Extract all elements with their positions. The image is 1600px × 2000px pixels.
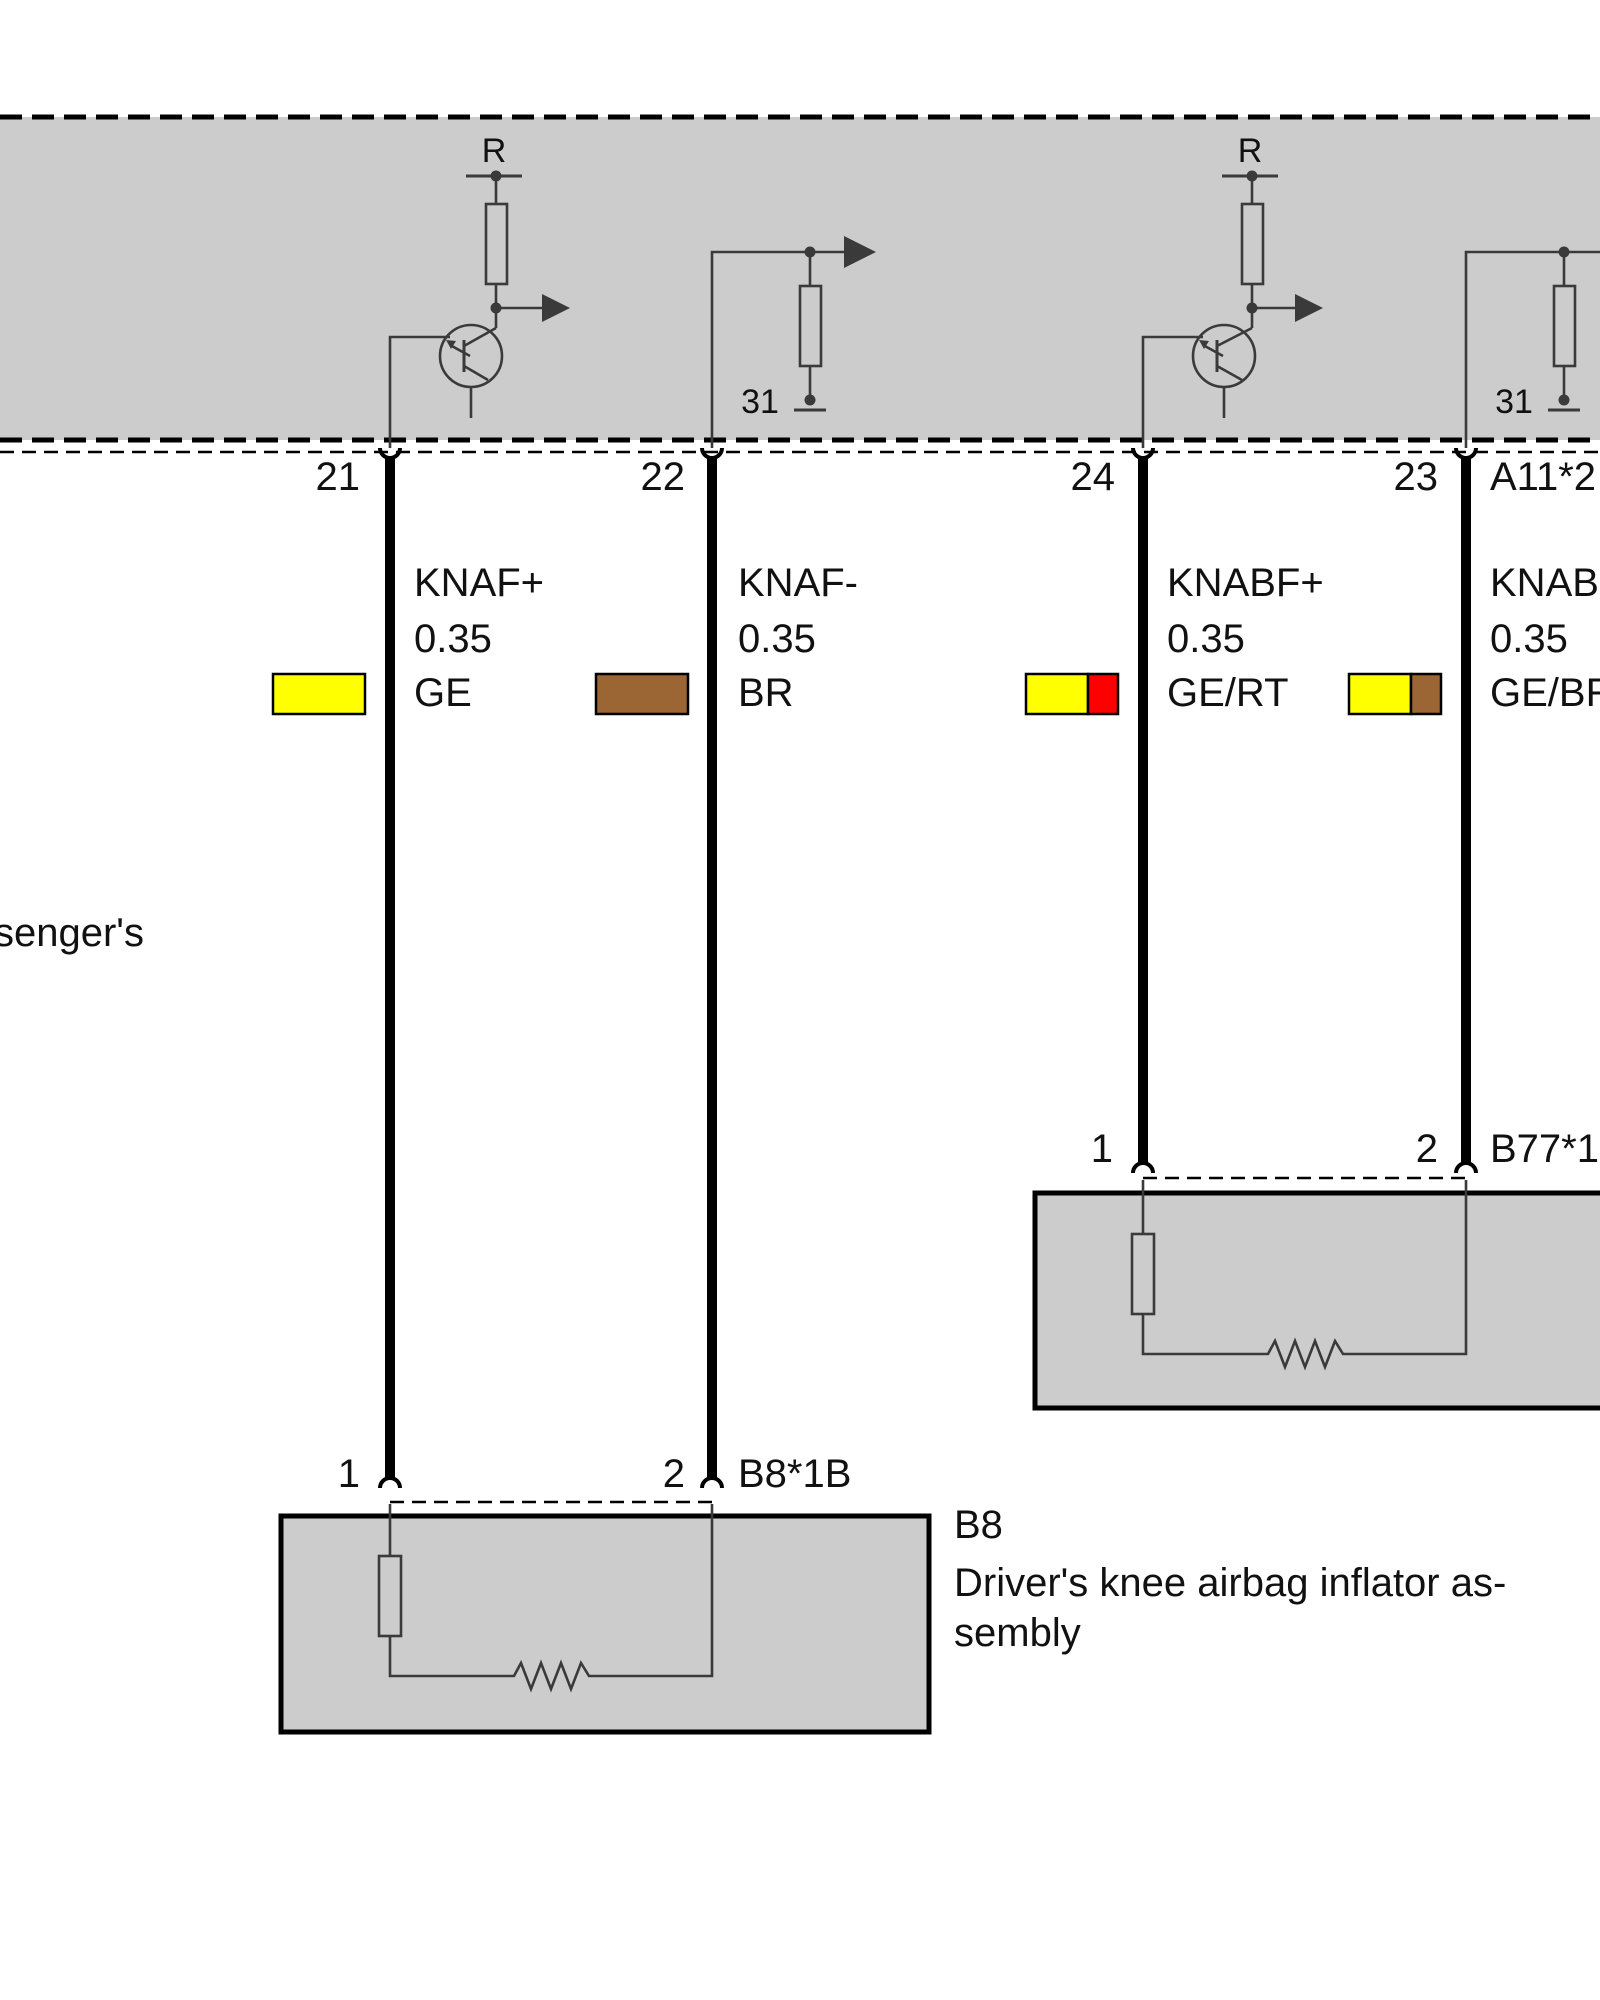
output-arrow-icon — [542, 294, 570, 322]
ground-label-31: 31 — [1495, 383, 1533, 421]
wire-color-swatch-ge — [1024, 672, 1090, 716]
pin-number: 2 — [1416, 1127, 1438, 1171]
component-b77: 1 2 B77*1B — [1032, 1127, 1600, 1411]
control-unit-body — [0, 117, 1600, 440]
b8-id-label: B8 — [954, 1503, 1003, 1547]
wire-knabf-minus: 23 KNABF- 0.35 GE/BR — [1347, 447, 1600, 1174]
pin-number: 24 — [1071, 455, 1116, 499]
signal-name: KNABF+ — [1167, 561, 1324, 605]
wire-color-swatch-br — [1409, 672, 1443, 716]
supply-label-r: R — [482, 132, 507, 170]
ground-label-31: 31 — [741, 383, 779, 421]
signal-name: KNABF- — [1490, 561, 1600, 605]
wire-cross-section: 0.35 — [414, 617, 492, 661]
pin-number: 1 — [338, 1452, 360, 1496]
pin-number: 2 — [663, 1452, 685, 1496]
wire-knabf-plus: 24 KNABF+ 0.35 GE/RT — [1024, 447, 1324, 1174]
b77-connector-label: B77*1B — [1490, 1127, 1600, 1171]
output-arrow-icon — [1295, 294, 1323, 322]
b77-body — [1032, 1190, 1600, 1411]
input-arrow-icon — [844, 236, 876, 268]
transistor-stage-2: R — [1141, 132, 1323, 448]
control-unit-connector-label: A11*2 — [1490, 455, 1596, 499]
ground-stage-1: 31 — [710, 236, 876, 448]
signal-name: KNAF- — [738, 561, 858, 605]
supply-label-r: R — [1238, 132, 1263, 170]
transistor-stage-1: R — [388, 132, 570, 448]
pin-number: 1 — [1091, 1127, 1113, 1171]
wire-knaf-plus: 21 KNAF+ 0.35 GE — [271, 447, 544, 1489]
heating-element-symbol — [1141, 1180, 1468, 1371]
wire-color-code: BR — [738, 671, 794, 715]
wire-color-swatch-br — [594, 672, 690, 716]
wire-color-code: GE/RT — [1167, 671, 1289, 715]
wire-color-code: GE/BR — [1490, 671, 1600, 715]
pin-number: 22 — [641, 455, 686, 499]
pin-number: 23 — [1394, 455, 1439, 499]
wire-knaf-minus: 22 KNAF- 0.35 BR — [594, 447, 858, 1489]
wire-color-swatch-rt — [1086, 672, 1120, 716]
wire-cross-section: 0.35 — [1490, 617, 1568, 661]
pin-number: 21 — [316, 455, 361, 499]
signal-name: KNAF+ — [414, 561, 544, 605]
control-unit — [0, 114, 1600, 454]
wire-cross-section: 0.35 — [738, 617, 816, 661]
left-cut-text: senger's — [0, 911, 144, 955]
b8-description-line2: sembly — [954, 1611, 1081, 1655]
wire-color-code: GE — [414, 671, 472, 715]
wire-color-swatch-ge — [271, 672, 367, 716]
wire-cross-section: 0.35 — [1167, 617, 1245, 661]
ground-stage-2: 31 — [1464, 246, 1600, 448]
component-b8: 1 2 B8*1B B8 Driver's knee airbag inflat… — [278, 1452, 1506, 1735]
heating-element-symbol — [388, 1504, 714, 1693]
b8-description-line1: Driver's knee airbag inflator as- — [954, 1561, 1506, 1605]
wire-color-swatch-ge — [1347, 672, 1413, 716]
b8-connector-label: B8*1B — [738, 1452, 851, 1496]
